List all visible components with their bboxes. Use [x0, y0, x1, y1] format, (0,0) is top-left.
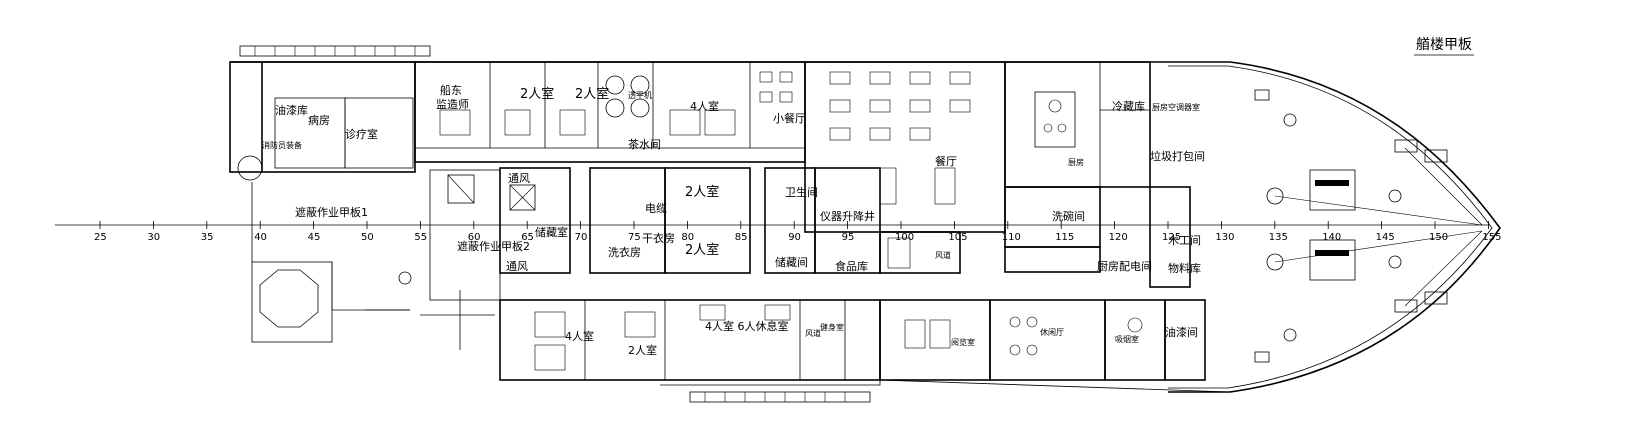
label-electric: 电缆: [645, 202, 667, 215]
frame-number: 40: [254, 232, 267, 243]
label-garbage: 垃圾打包间: [1150, 149, 1205, 163]
label-duct-a: 风道: [935, 250, 951, 260]
label-smoking: 吸烟室: [1115, 334, 1139, 344]
frame-number: 140: [1322, 232, 1341, 243]
frame-number: 65: [521, 232, 534, 243]
label-room-2p-c: 2人室: [685, 184, 719, 200]
label-store-room: 储藏间: [775, 255, 808, 269]
frame-ticks: 25 30 35 40 45 50 55 60 65 70 75 80 85 90 95 100 105 110 1…: [94, 221, 1501, 243]
label-work-deck-1: 遮蔽作业甲板1: [295, 205, 368, 219]
cabin-block-bottom: [499, 299, 1206, 381]
davit-bottom: [660, 379, 1231, 403]
frame-number: 75: [628, 232, 641, 243]
frame-number: 80: [681, 232, 694, 243]
label-reading-room: 阅览室: [951, 337, 975, 347]
frame-number: 135: [1269, 232, 1288, 243]
label-galley-ac: 厨房空调器室: [1152, 102, 1200, 112]
mid-deck-blocks: [499, 167, 1191, 288]
mooring-equipment: [1254, 89, 1483, 363]
label-tea-room: 茶水间: [628, 138, 661, 151]
label-food-store: 食品库: [835, 259, 868, 273]
frame-number: 90: [788, 232, 801, 243]
label-owner-room: 船东: [440, 83, 462, 97]
label-carpenter: 木工间: [1168, 234, 1201, 247]
label-clinic: 诊疗室: [345, 127, 378, 141]
label-room-2p-e: 2人室: [628, 343, 657, 357]
frame-number: 150: [1429, 232, 1448, 243]
label-room-4p-bottom: 4人室: [565, 329, 594, 343]
label-galley: 厨房: [1068, 157, 1084, 167]
frame-number: 125: [1162, 232, 1181, 243]
frame-number: 105: [948, 232, 967, 243]
label-lounge: 休闲厅: [1040, 327, 1064, 337]
label-room-2p-b: 2人室: [575, 86, 609, 102]
frame-number: 85: [735, 232, 748, 243]
frame-number: 145: [1376, 232, 1395, 243]
frame-number: 130: [1215, 232, 1234, 243]
drawing-title: 艏楼甲板: [1416, 37, 1472, 53]
frame-number: 70: [575, 232, 588, 243]
frame-number: 110: [1002, 232, 1021, 243]
label-room-2p-d: 2人室: [685, 242, 719, 258]
aft-open-deck: [251, 261, 495, 350]
label-toilet: 卫生间: [785, 185, 818, 199]
label-small-mess: 小餐厅: [773, 111, 806, 125]
label-room-2p-a: 2人室: [520, 86, 554, 102]
label-dishwash: 洗碗间: [1052, 209, 1085, 223]
label-supervisor: 监造师: [436, 97, 469, 111]
label-paint-store-aft: 油漆库: [275, 103, 308, 117]
label-ward: 病房: [308, 113, 330, 127]
label-fire-equip: 消防员装备: [262, 140, 302, 150]
frame-number: 60: [468, 232, 481, 243]
frame-number: 155: [1482, 232, 1501, 243]
shelter-deck-2-area: [429, 169, 501, 301]
frame-number: 55: [414, 232, 427, 243]
frame-number: 95: [842, 232, 855, 243]
label-rest-room: 4人室 6人休息室: [705, 319, 789, 333]
label-duct-b: 风道: [805, 328, 821, 338]
frame-number: 30: [147, 232, 160, 243]
label-drying: 干衣房: [642, 231, 675, 245]
label-paint-store-fwd: 油漆间: [1165, 325, 1198, 339]
davit-top: [239, 45, 431, 57]
label-gym: 健身室: [820, 322, 844, 332]
label-laundry: 洗衣房: [608, 245, 641, 259]
frame-number: 25: [94, 232, 107, 243]
frame-number: 50: [361, 232, 374, 243]
frame-number: 120: [1109, 232, 1128, 243]
frame-number: 35: [201, 232, 214, 243]
label-instrument-shaft: 仪器升降井: [820, 209, 875, 223]
label-material-store: 物料库: [1168, 261, 1201, 275]
galley-block: [1004, 61, 1151, 188]
label-galley-dist: 厨房配电间: [1097, 260, 1152, 273]
label-vent-a: 通风: [508, 172, 530, 185]
label-turbine: 透平机: [628, 90, 652, 100]
label-work-deck-2: 遮蔽作业甲板2: [457, 239, 530, 253]
frame-number: 115: [1055, 232, 1074, 243]
frame-number: 45: [308, 232, 321, 243]
mess-hall-block: [804, 61, 1006, 233]
label-vent-b: 通风: [506, 260, 528, 273]
cabin-block-top: [414, 61, 806, 163]
frame-number: 100: [895, 232, 914, 243]
label-storage: 储藏室: [535, 225, 568, 239]
label-cold-store: 冷藏库: [1112, 100, 1145, 113]
label-room-4p-top: 4人室: [690, 99, 719, 113]
label-mess-hall: 餐厅: [935, 154, 957, 168]
